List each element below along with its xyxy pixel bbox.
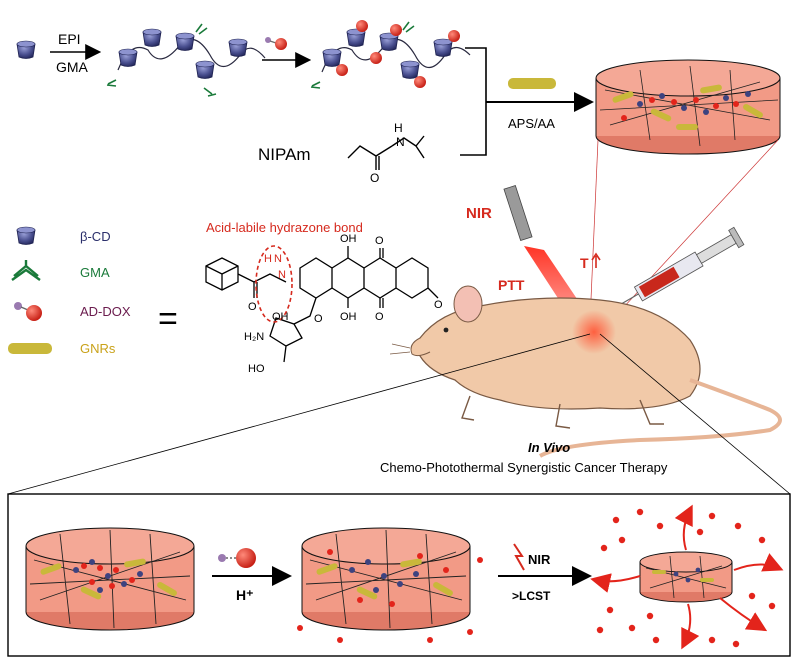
lcst-label: >LCST <box>512 589 551 603</box>
acid-release-step: H⁺ <box>212 548 292 603</box>
zoom-line-bottom-right <box>599 333 791 495</box>
atom-o-quinone-1: O <box>375 235 384 247</box>
atom-oh-1: OH <box>272 311 289 323</box>
nipam-hydrogen: H <box>394 121 403 135</box>
cd-polymer-chain <box>106 23 266 97</box>
atom-ho: HO <box>248 363 265 375</box>
zoom-line-right <box>609 139 779 323</box>
top-reaction: EPI GMA <box>16 20 594 185</box>
in-vivo-label: In Vivo <box>528 440 570 455</box>
reagent-epi: EPI <box>58 31 81 47</box>
monomer-label: NIPAm <box>258 145 311 164</box>
legend-label-ad-dox: AD-DOX <box>80 304 131 319</box>
bottom-nir-label: NIR <box>528 552 551 567</box>
gma-groups <box>106 23 217 97</box>
atom-oh-2: OH <box>340 233 357 245</box>
beta-cd-icon <box>16 40 36 59</box>
cd-dox-polymer-chain <box>310 20 471 89</box>
syringe <box>615 226 745 308</box>
atom-oh-3: OH <box>340 311 357 323</box>
reagent-gma: GMA <box>56 59 89 75</box>
nipam-structure <box>347 135 425 170</box>
zoom-line-left <box>589 139 599 323</box>
legend-label-gma: GMA <box>80 265 110 280</box>
tumor-hotspot <box>572 310 616 354</box>
hydrazone-n2: N <box>278 269 286 281</box>
photothermal-release-step: NIR >LCST <box>498 543 592 603</box>
ad-dox-structure <box>205 246 439 363</box>
atom-amine: H₂N <box>244 331 264 343</box>
therapy-label: Chemo-Photothermal Synergistic Cancer Th… <box>380 460 668 475</box>
legend-ad-dox-icon <box>14 302 42 321</box>
hydrazone-bond-title: Acid-labile hydrazone bond <box>206 220 363 235</box>
merge-bracket <box>460 47 487 156</box>
acid-label: H⁺ <box>236 587 254 603</box>
legend: β-CD GMA AD-DOX GNRs = <box>8 226 178 356</box>
legend-gnr-icon <box>8 343 52 354</box>
released-dox-particles <box>596 508 776 648</box>
mouse-illustration <box>389 285 782 458</box>
nipam-nitrogen: N <box>396 135 405 149</box>
mouse-scene: NIR PTT T In Vivo Chemo-Photothermal Syn… <box>380 184 782 475</box>
equals-sign: = <box>158 300 178 338</box>
legend-gma-icon <box>11 260 41 281</box>
atom-o-glycosidic: O <box>314 313 323 325</box>
ad-dox-addition <box>262 37 312 68</box>
legend-label-beta-cd: β-CD <box>80 229 111 244</box>
gnr-icon <box>508 78 556 89</box>
atom-o-quinone-2: O <box>375 311 384 323</box>
amide-o: O <box>248 301 257 313</box>
hydrazone-n1: N <box>274 253 282 265</box>
legend-beta-cd-icon <box>16 226 36 245</box>
nir-label: NIR <box>466 205 492 222</box>
temperature-up-icon <box>591 252 601 268</box>
hydrogel-disc-shrunken <box>639 551 733 603</box>
burst-release-arrows <box>590 504 784 650</box>
hydrazone-h: H <box>264 253 272 265</box>
hydrazone-bond-highlight <box>255 245 293 323</box>
initiator-label: APS/AA <box>508 116 555 131</box>
legend-label-gnrs: GNRs <box>80 341 116 356</box>
ptt-label: PTT <box>498 277 525 293</box>
zoom-line-bottom-left <box>7 333 591 495</box>
hydrogel-disc-releasing <box>297 527 483 643</box>
nipam-oxygen: O <box>370 171 379 185</box>
atom-methoxy-o: O <box>434 299 443 311</box>
hydrogel-disc-large <box>595 59 781 155</box>
lightning-icon <box>513 543 525 571</box>
hydrogel-disc-loaded <box>25 527 195 631</box>
temperature-label: T <box>580 255 589 271</box>
